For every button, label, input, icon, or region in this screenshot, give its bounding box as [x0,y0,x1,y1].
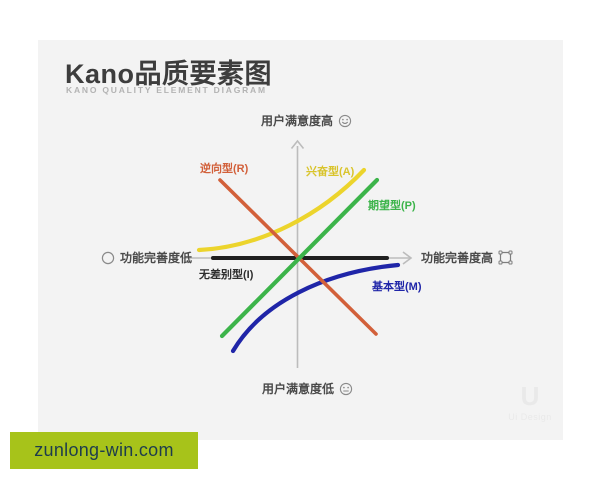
function-low-text: 功能完善度低 [120,251,193,265]
axis-label-satisfaction-high: 用户满意度高 [261,112,352,129]
smiley-neutral-icon [339,382,353,395]
site-watermark-text: zunlong-win.com [34,440,174,460]
axis-label-function-low: 功能完善度低 [101,249,192,266]
satisfaction-low-text: 用户满意度低 [262,382,335,396]
axis-label-function-high: 功能完善度高 [421,249,513,266]
logo-mark: U [520,381,540,411]
label-indifferent: 无差别型(I) [199,269,254,281]
label-attractive: 兴奋型(A) [306,166,355,178]
frame-icon [498,250,513,265]
axis-label-satisfaction-low: 用户满意度低 [262,380,353,397]
function-high-text: 功能完善度高 [421,251,494,265]
satisfaction-high-text: 用户满意度高 [261,114,334,128]
smiley-happy-icon [338,114,352,127]
label-must-be: 基本型(M) [372,281,422,293]
label-performance: 期望型(P) [368,200,416,212]
label-reverse: 逆向型(R) [200,163,249,175]
page-title: Kano品质要素图 [65,59,272,89]
corner-logo-watermark: U Ui Design [500,383,560,422]
site-watermark: zunlong-win.com [10,432,198,469]
circle-icon [101,251,115,264]
logo-text: Ui Design [508,412,552,422]
page-subtitle: KANO QUALITY ELEMENT DIAGRAM [66,85,267,95]
